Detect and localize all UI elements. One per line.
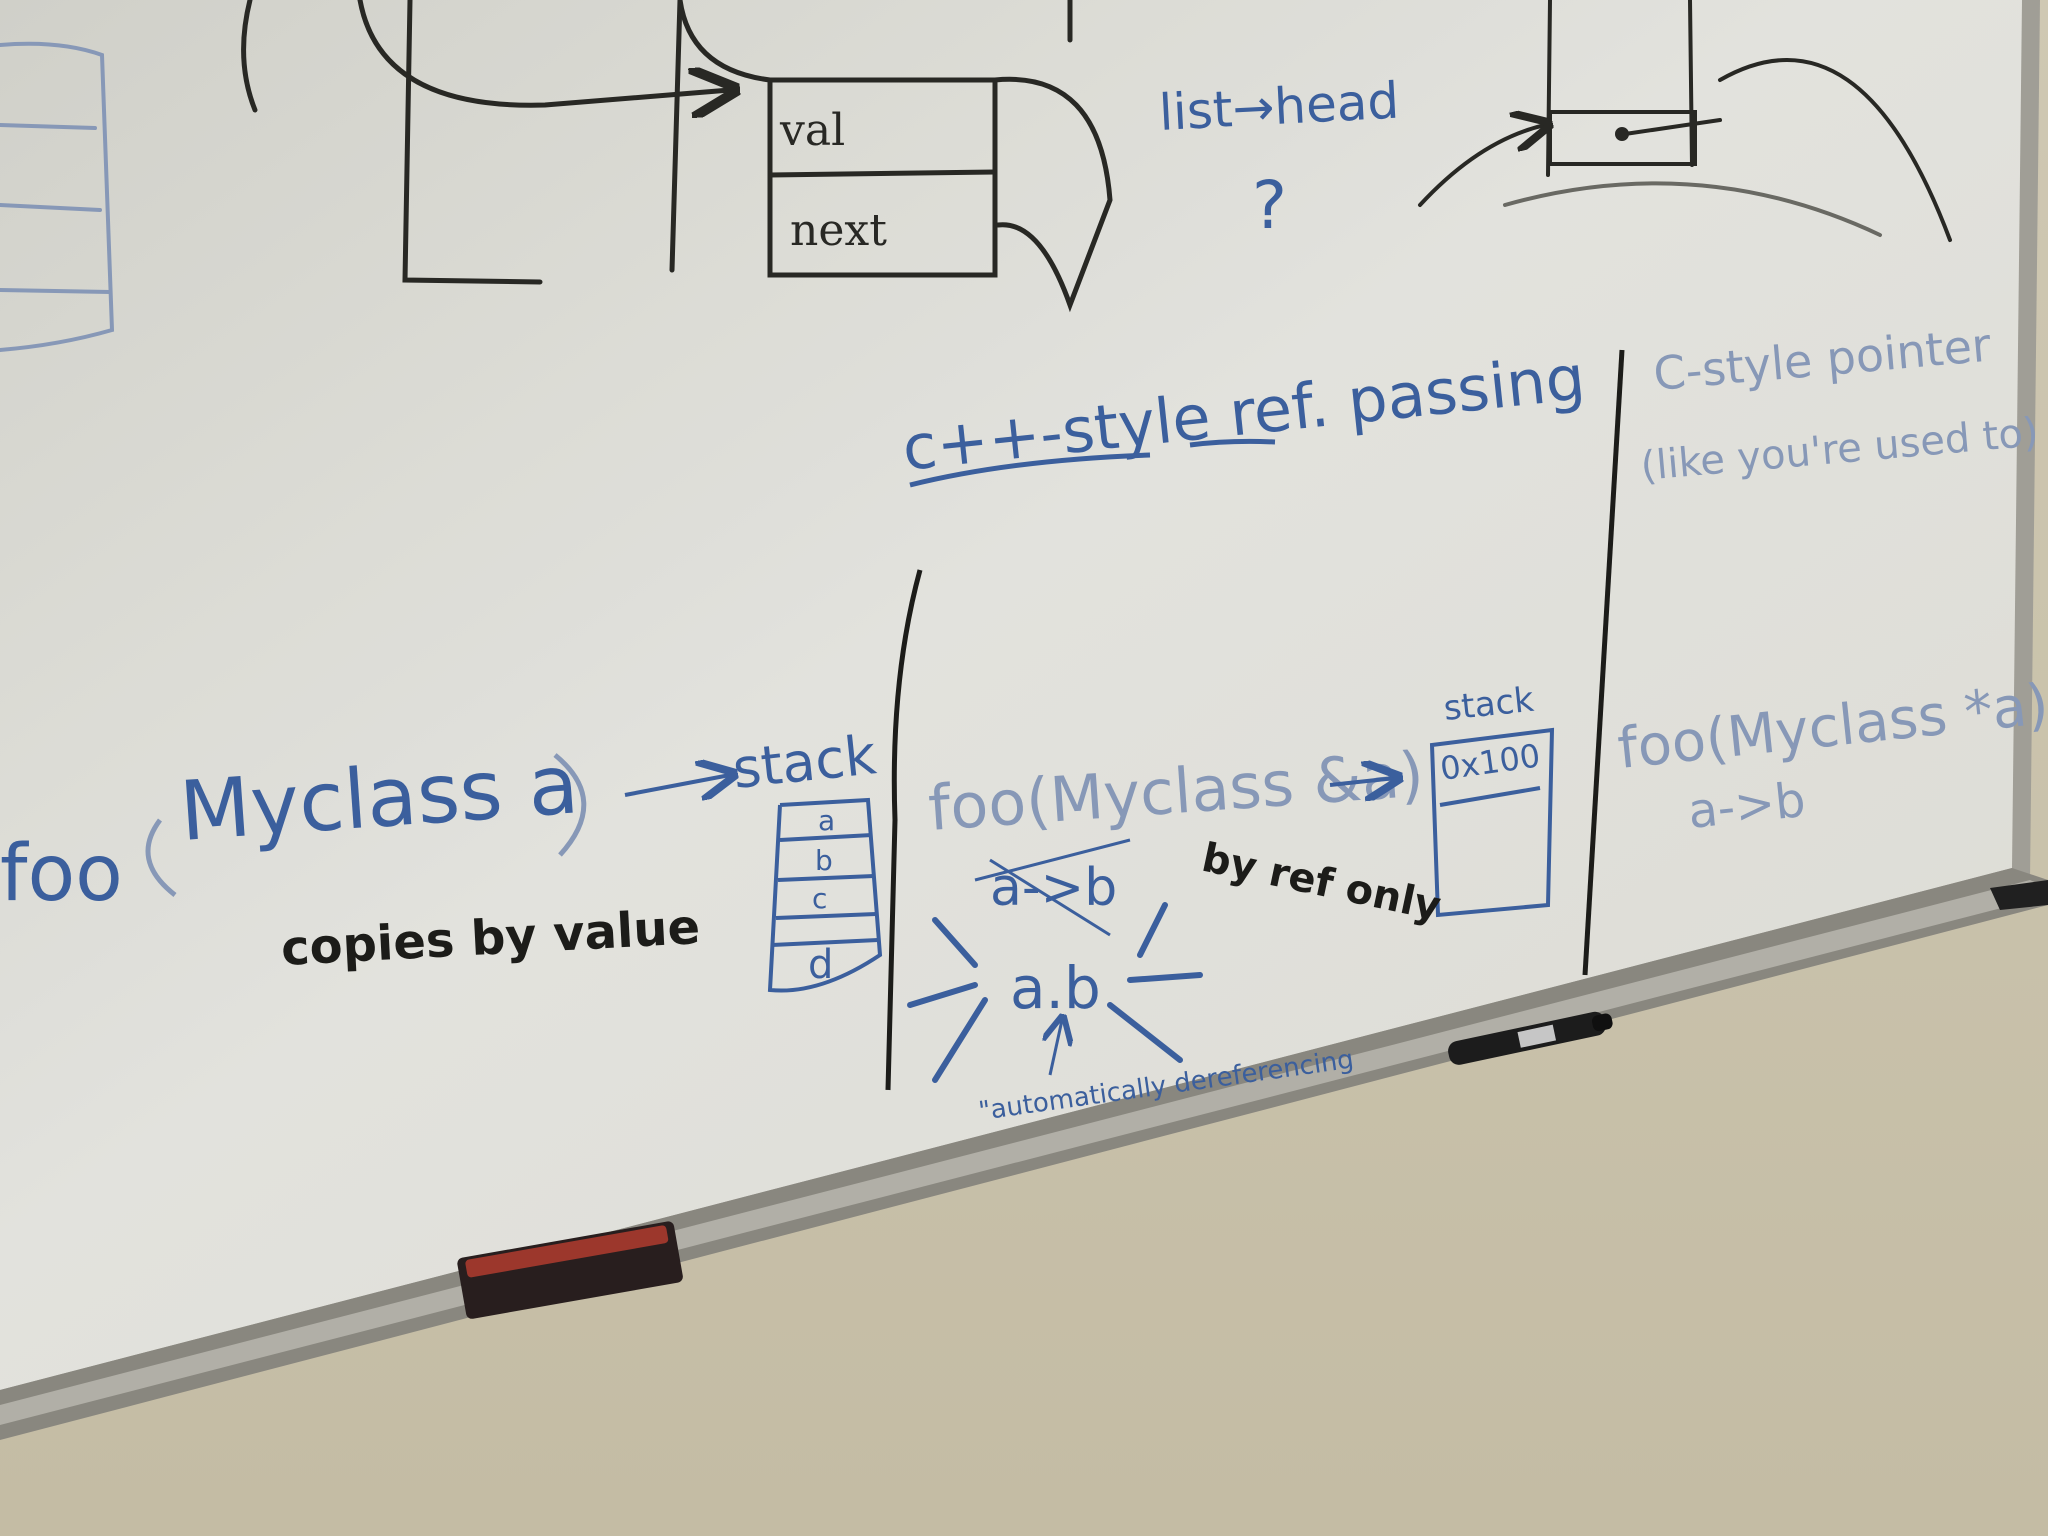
eraser-icon bbox=[457, 1221, 683, 1319]
stack-cell-c: c bbox=[812, 882, 827, 915]
stack-cell-d: d bbox=[808, 942, 833, 988]
stack-diagram-mid bbox=[1429, 727, 1555, 918]
question-mark: ? bbox=[1252, 167, 1287, 244]
divider-line-1 bbox=[885, 569, 923, 1091]
left-paren bbox=[145, 818, 177, 897]
cross-out-marks bbox=[974, 838, 1131, 937]
top-right-pointer-drawing bbox=[1418, 0, 1952, 242]
emphasis-rays bbox=[907, 902, 1203, 1083]
stack-cell-b: b bbox=[815, 844, 833, 877]
arrow-to-stack bbox=[624, 775, 730, 795]
stack-cell-a: a bbox=[818, 804, 835, 837]
divider-line-2 bbox=[1582, 349, 1625, 976]
node-val-label: val bbox=[779, 105, 845, 156]
top-linked-list-drawing bbox=[0, 0, 1113, 352]
function-foo-text: foo bbox=[0, 829, 123, 919]
pointer-access-expr: a->b bbox=[1685, 772, 1808, 840]
heading-underline bbox=[909, 438, 1276, 488]
list-head-text: list→head bbox=[1158, 71, 1401, 141]
stack-label-left: stack bbox=[730, 723, 880, 801]
node-next-label: next bbox=[790, 205, 887, 256]
marker-icon bbox=[1448, 1011, 1613, 1065]
arrow-to-stack-mid bbox=[1329, 778, 1395, 785]
stack-label-mid: stack bbox=[1442, 680, 1536, 729]
tray-end-cap bbox=[1990, 880, 2048, 910]
whiteboard-surface bbox=[0, 0, 2022, 1390]
dot-access-expr: a.b bbox=[1010, 954, 1101, 1022]
right-paren bbox=[553, 753, 587, 857]
arrow-to-access bbox=[1050, 1020, 1062, 1076]
crossed-arrow-expr: a->b bbox=[990, 858, 1117, 918]
stack-diagram-left bbox=[767, 797, 883, 993]
